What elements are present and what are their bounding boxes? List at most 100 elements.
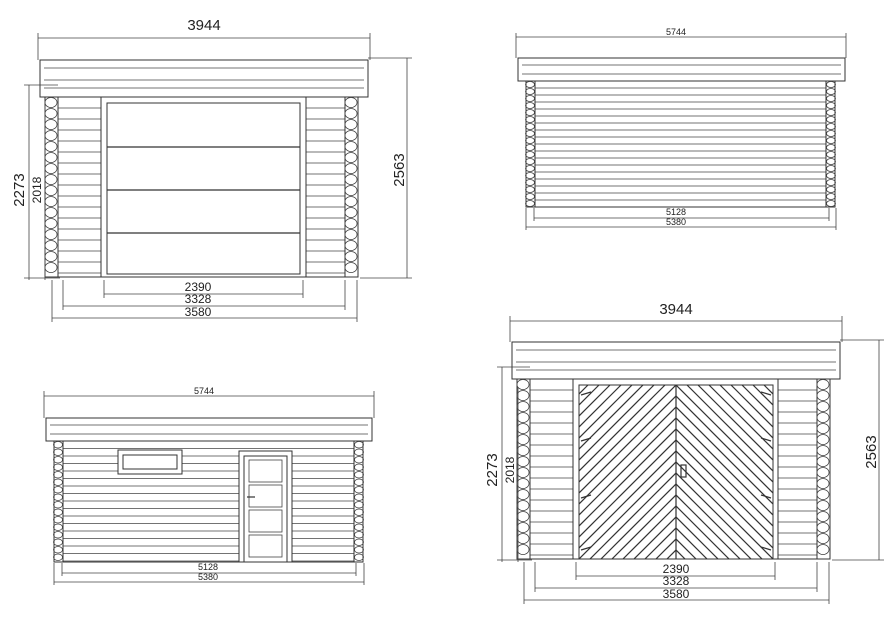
log-end [816, 412, 830, 423]
log-line [579, 385, 611, 417]
log-end [525, 123, 535, 130]
log-line [676, 417, 773, 516]
log-end [826, 193, 836, 200]
log-line [697, 385, 773, 461]
log-end [826, 95, 836, 102]
log-line [633, 516, 676, 559]
side-view-window-door: 5744 5128 5380 [43, 386, 375, 585]
log-end [816, 423, 830, 434]
log-end [525, 95, 535, 102]
log-end [816, 401, 830, 412]
dim-front2-wall-outer: 3580 [663, 587, 690, 601]
log-end [354, 441, 364, 449]
log-line [830, 385, 893, 565]
log-end [826, 81, 836, 88]
log-end [826, 158, 836, 165]
log-end [816, 434, 830, 445]
log-end [525, 137, 535, 144]
log-end [516, 401, 530, 412]
log-end [344, 130, 358, 141]
log-line [676, 494, 741, 559]
dim-wall-height: 2273 [11, 173, 28, 206]
log-end [525, 172, 535, 179]
log-end [826, 179, 836, 186]
log-end [53, 463, 63, 471]
log-end [44, 97, 58, 108]
log-line [644, 527, 676, 559]
log-end [516, 390, 530, 401]
log-end [826, 116, 836, 123]
log-end [826, 172, 836, 179]
front-view-garage: 3944 2273 2018 2563 [11, 17, 412, 322]
log-end [525, 144, 535, 151]
dim-front2-overall-width: 3944 [659, 301, 692, 318]
log-end [516, 533, 530, 544]
log-line [874, 385, 893, 565]
log-end [516, 544, 530, 555]
log-line [686, 385, 773, 472]
log-end [525, 200, 535, 207]
log-line [589, 472, 676, 559]
log-end [516, 445, 530, 456]
log-line [708, 385, 773, 450]
log-line [676, 406, 773, 505]
log-line [863, 385, 893, 565]
log-line [579, 428, 676, 527]
log-end [826, 200, 836, 207]
log-line [741, 385, 773, 417]
log-end [525, 179, 535, 186]
log-line [676, 527, 708, 559]
side-view-plain: 5744 5128 5380 [515, 27, 847, 230]
front2-roof [511, 341, 841, 380]
log-end [525, 116, 535, 123]
log-line [676, 483, 752, 559]
log-line [579, 406, 676, 505]
log-end [826, 102, 836, 109]
log-end [53, 486, 63, 494]
log-end [53, 531, 63, 539]
dim-wall-inner: 3328 [185, 292, 212, 306]
log-line [579, 385, 633, 439]
log-end [816, 500, 830, 511]
log-line [579, 461, 676, 559]
log-end [354, 493, 364, 501]
dim-front2-wall-height: 2273 [484, 453, 501, 486]
garage-door [106, 102, 301, 275]
log-end [53, 493, 63, 501]
log-end [516, 423, 530, 434]
log-line [730, 385, 773, 428]
log-line [676, 450, 773, 549]
log-end [53, 456, 63, 464]
log-line [622, 505, 676, 559]
log-line [579, 385, 622, 428]
log-end [525, 130, 535, 137]
log-end [53, 501, 63, 509]
dim-left-wall-outer: 5380 [198, 572, 218, 582]
log-end [53, 516, 63, 524]
log-end [344, 251, 358, 262]
log-end [344, 207, 358, 218]
log-end [53, 478, 63, 486]
log-end [344, 174, 358, 185]
log-end [525, 81, 535, 88]
log-end [826, 165, 836, 172]
log-line [600, 483, 676, 559]
dim-front2-wall-inner: 3328 [663, 574, 690, 588]
log-end [816, 379, 830, 390]
log-end [816, 511, 830, 522]
log-end [344, 141, 358, 152]
log-end [354, 531, 364, 539]
log-line [579, 385, 644, 450]
log-end [53, 538, 63, 546]
log-line [611, 494, 676, 559]
log-end [525, 158, 535, 165]
log-line [676, 461, 773, 559]
dim-door-height: 2018 [30, 176, 44, 203]
hinge-icons [580, 391, 772, 551]
log-end [344, 262, 358, 273]
log-end [354, 523, 364, 531]
door-handle-icon [680, 464, 687, 478]
log-line [579, 385, 676, 483]
log-end [816, 544, 830, 555]
log-end [354, 471, 364, 479]
